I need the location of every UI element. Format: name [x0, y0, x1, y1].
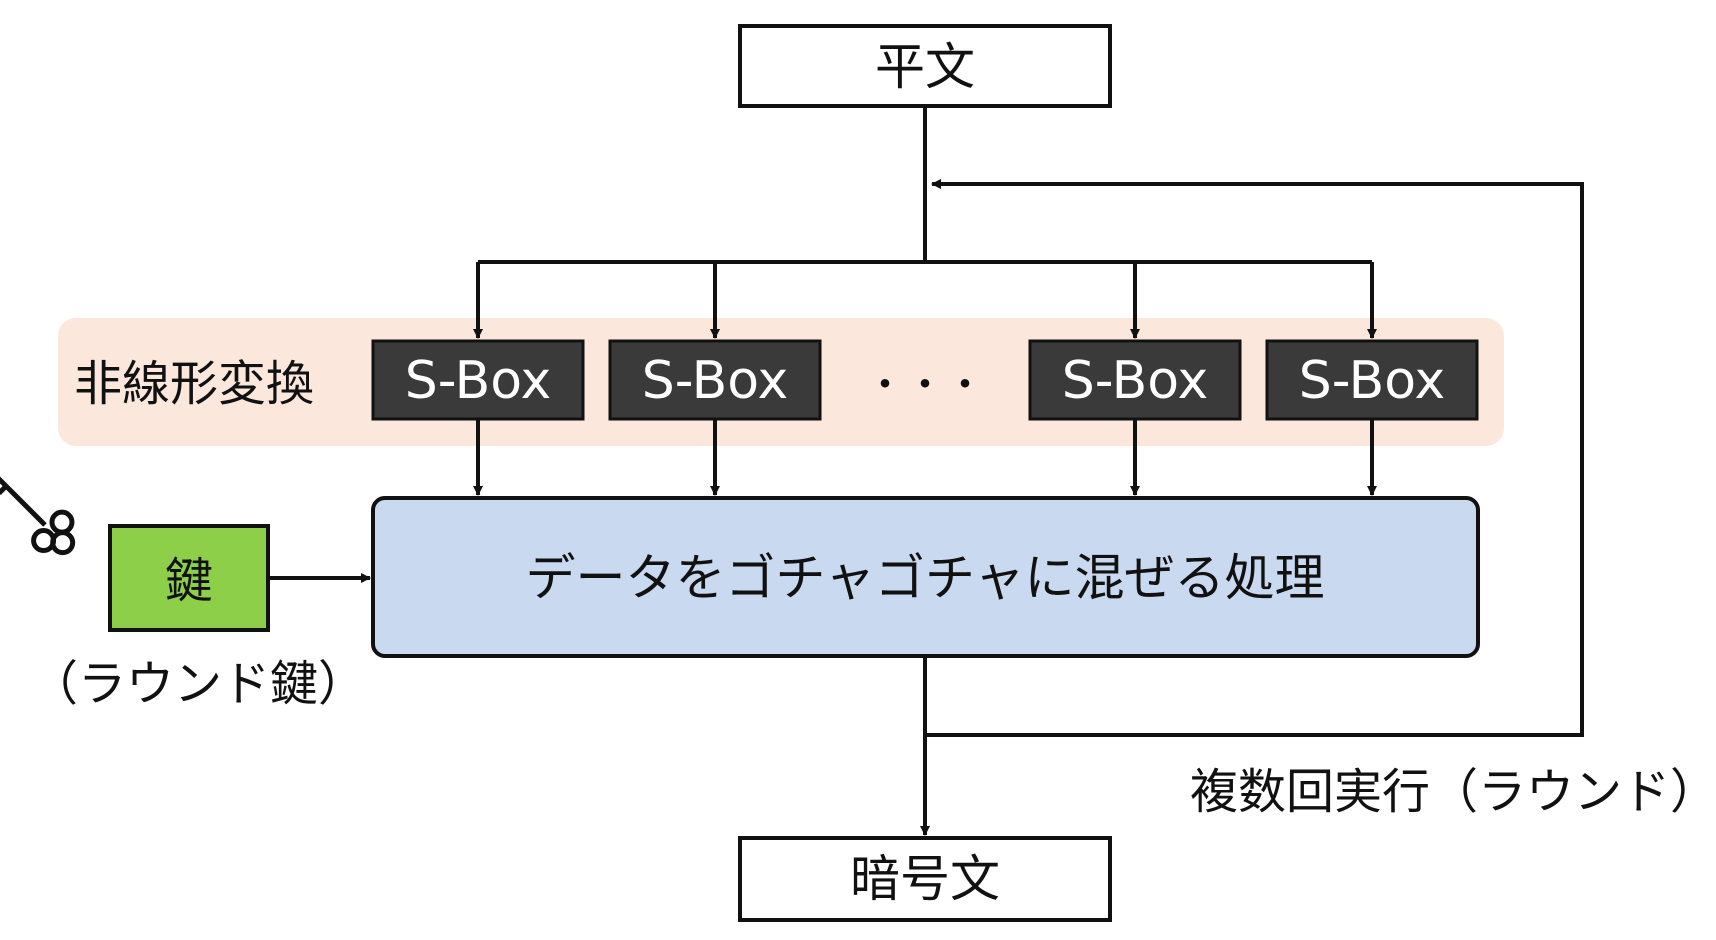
key-label: 鍵	[165, 553, 213, 609]
sbox-4-label: S-Box	[1299, 351, 1446, 411]
ellipsis: ・・・	[865, 362, 985, 408]
plaintext-box	[738, 24, 1112, 108]
key-icon	[0, 473, 76, 556]
sbox-2-label: S-Box	[642, 351, 789, 411]
mixing-label: データをゴチャゴチャに混ぜる処理	[526, 549, 1325, 607]
sbox-1: S-Box	[371, 339, 585, 421]
key-caption: （ラウンド鍵）	[30, 656, 366, 712]
plaintext-label: 平文	[875, 38, 975, 96]
sbox-1-label: S-Box	[405, 351, 552, 411]
key-box	[108, 524, 270, 632]
nonlinear-label: 非線形変換	[74, 356, 314, 412]
sbox-3-label: S-Box	[1062, 351, 1209, 411]
sbox-2: S-Box	[608, 339, 822, 421]
ciphertext-label: 暗号文	[850, 850, 1000, 908]
sbox-4: S-Box	[1265, 339, 1479, 421]
round-feedback-loop	[925, 179, 1584, 737]
round-caption: 複数回実行（ラウンド）	[1190, 764, 1716, 820]
sbox-3: S-Box	[1028, 339, 1242, 421]
ciphertext-box	[738, 836, 1112, 922]
